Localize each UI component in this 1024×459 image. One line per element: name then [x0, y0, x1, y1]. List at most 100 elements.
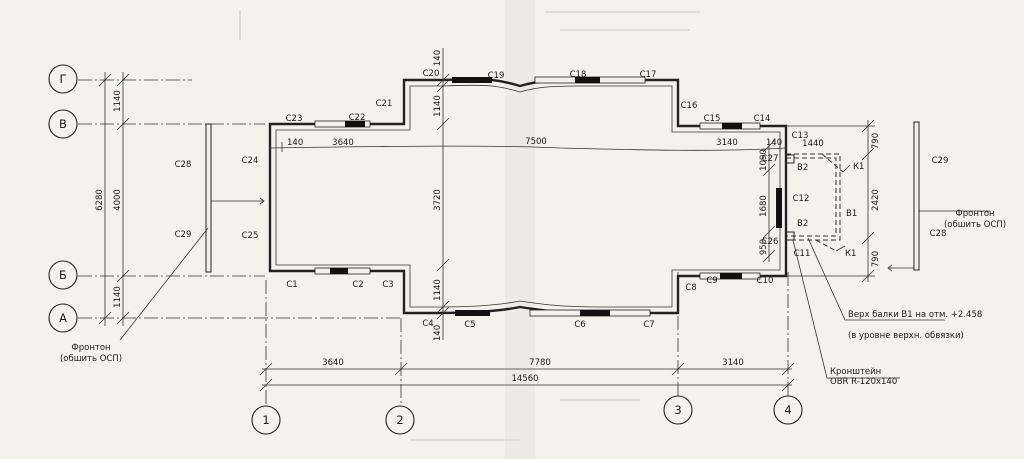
dim-right-790-bottom: 790: [871, 251, 881, 267]
col-label-C11: С11: [794, 249, 811, 259]
dim-bump-1140-bottom: 1140: [433, 279, 443, 301]
col-label-C24: С24: [242, 156, 259, 166]
col-label-C23: С23: [286, 114, 303, 124]
pediment-right: [887, 121, 990, 272]
dim-right-1090: 1090: [759, 149, 769, 171]
dim-left-4000: 4000: [113, 189, 123, 211]
console-label-K1-bottom: К1: [845, 249, 856, 259]
col-label-C27: С27: [762, 154, 779, 164]
col-label-C19: С19: [488, 71, 505, 81]
dim-bottom-3640: 3640: [322, 358, 344, 368]
axis-label-4: 4: [784, 403, 791, 417]
col-label-C9: С9: [706, 276, 717, 286]
dim-bump-140-top: 140: [433, 50, 443, 66]
col-label-C22: С22: [349, 113, 366, 123]
axis-label-A: А: [59, 311, 67, 325]
dim-bump-1140-top: 1140: [433, 95, 443, 117]
col-label-C26: С26: [762, 237, 779, 247]
col-label-C18: С18: [570, 70, 587, 80]
col-label-C7: С7: [643, 320, 654, 330]
pediment-right-line-2: (обшить ОСП): [944, 220, 1006, 230]
col-label-C25: С25: [242, 231, 259, 241]
bracket-note-line-1: Кронштейн: [830, 367, 881, 377]
dim-top-7500: 7500: [525, 137, 547, 147]
col-label-C8: С8: [685, 283, 696, 293]
col-label-C2: С2: [352, 280, 363, 290]
right-inner-dimension: [762, 139, 776, 263]
axis-bubble-A: А: [48, 303, 78, 333]
bracket-note-line-2: OBR R-120x140: [830, 377, 897, 387]
axis-bubble-B: Б: [48, 260, 78, 290]
dim-top-140-right: 140: [766, 138, 782, 148]
col-label-C20: С20: [423, 69, 440, 79]
dim-right-1680: 1680: [759, 195, 769, 217]
col-label-C17: С17: [640, 70, 657, 80]
pediment-right-line-1: Фронтон: [955, 209, 994, 219]
bump-dimension-chain: [436, 48, 450, 340]
beam-label-B2-top: В2: [797, 163, 808, 173]
col-label-C10: С10: [757, 276, 774, 286]
dim-top-140-left: 140: [287, 138, 303, 148]
axis-label-G: Г: [59, 72, 66, 86]
pediment-left-line-1: Фронтон: [71, 343, 110, 353]
col-label-C15: С15: [704, 114, 721, 124]
porch-beams: [785, 153, 851, 252]
bottom-dimension-chain: [259, 362, 795, 392]
wall-openings: [314, 76, 782, 317]
dim-right-2420: 2420: [871, 189, 881, 211]
axis-label-V: В: [59, 117, 67, 131]
axis-bubble-2: 2: [385, 405, 415, 435]
axis-bubble-G: Г: [48, 64, 78, 94]
col-label-C3: С3: [382, 280, 393, 290]
dim-top-1440: 1440: [802, 139, 824, 149]
dim-left-1140-bottom: 1140: [113, 286, 123, 308]
dim-bottom-7780: 7780: [529, 358, 551, 368]
col-label-C4: С4: [422, 319, 433, 329]
axis-label-2: 2: [396, 413, 403, 427]
col-label-C13: С13: [792, 131, 809, 141]
left-dimension-chain: [98, 72, 130, 326]
beam-note-line-1: Верх балки В1 на отм. +2.458: [848, 310, 982, 320]
pediment-left-line-2: (обшить ОСП): [60, 354, 122, 364]
inner-dimension-line: [269, 142, 787, 152]
col-label-C5: С5: [464, 320, 475, 330]
axis-bubble-1: 1: [251, 405, 281, 435]
col-label-C28-left: С28: [175, 160, 192, 170]
right-outer-dimension: [786, 119, 875, 283]
dim-left-1140-top: 1140: [113, 90, 123, 112]
col-label-C28-right: С28: [930, 229, 947, 239]
col-label-C14: С14: [754, 114, 771, 124]
col-label-C21: С21: [376, 99, 393, 109]
col-label-C29-left: С29: [175, 230, 192, 240]
dim-bottom-3140: 3140: [722, 358, 744, 368]
dim-top-3640: 3640: [332, 138, 354, 148]
console-label-K1-top: К1: [853, 162, 864, 172]
dim-bump-3720: 3720: [433, 189, 443, 211]
dim-bump-140-bottom: 140: [433, 325, 443, 341]
pediment-left: [119, 123, 265, 341]
col-label-C1: С1: [286, 280, 297, 290]
dim-right-950: 950: [759, 239, 769, 255]
axis-label-3: 3: [674, 403, 681, 417]
dim-top-3140: 3140: [716, 138, 738, 148]
col-label-C29-right: С29: [932, 156, 949, 166]
paper-fold: [505, 0, 535, 459]
axis-bubble-V: В: [48, 109, 78, 139]
grid-axes-horizontal: [78, 79, 400, 319]
col-label-C16: С16: [681, 101, 698, 111]
axis-label-B: Б: [59, 268, 67, 282]
axis-bubble-3: 3: [663, 395, 693, 425]
col-label-C6: С6: [574, 320, 585, 330]
dim-right-790-top: 790: [871, 133, 881, 149]
note-leaders: [792, 237, 945, 379]
col-label-C12: С12: [793, 194, 810, 204]
beam-label-B1: В1: [846, 209, 857, 219]
dim-left-6280: 6280: [95, 189, 105, 211]
dim-bottom-14560: 14560: [511, 374, 538, 384]
axis-label-1: 1: [262, 413, 269, 427]
show-through-lines: [239, 10, 700, 441]
beam-label-B2-bottom: В2: [797, 219, 808, 229]
axis-bubble-4: 4: [773, 395, 803, 425]
beam-note-line-2: (в уровне верхн. обвязки): [848, 331, 964, 341]
